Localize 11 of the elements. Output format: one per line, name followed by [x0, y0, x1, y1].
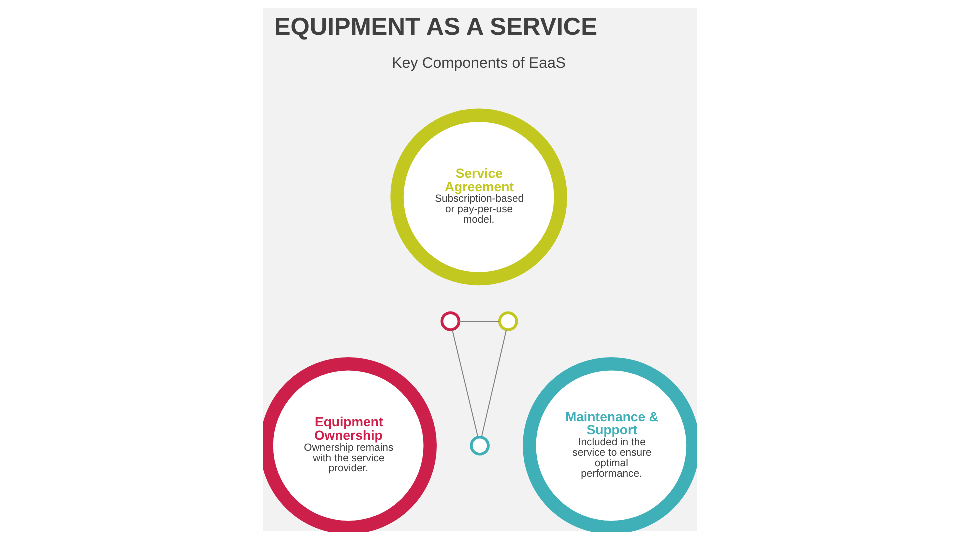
node-circle: Service Agreement Subscription-based or pay-per-use model.: [390, 108, 568, 286]
connector: [452, 330, 479, 438]
node-circle: [498, 312, 518, 332]
diagram-title: EQUIPMENT AS A SERVICE: [274, 14, 598, 41]
node-circle: [470, 436, 490, 456]
node-circle: Equipment Ownership Ownership remains with the service provider.: [263, 357, 437, 532]
node-circle: Maintenance & Support Included in the service to ensure optimal performance.: [523, 357, 697, 532]
node-circle: [440, 312, 461, 332]
connector: [481, 330, 508, 438]
connector: [458, 321, 500, 322]
label: Key Components of EaaS: [392, 54, 566, 72]
